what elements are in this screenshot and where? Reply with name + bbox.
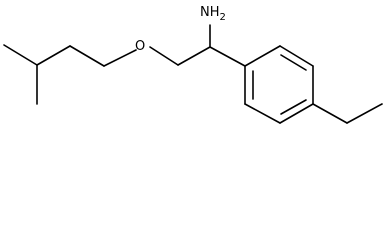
bond-methyl-a (3, 44, 38, 66)
bond-ch-ring (209, 46, 246, 67)
ring-bond-2 (279, 45, 314, 67)
ring-double-bond-1 (280, 54, 307, 71)
bond-chain-2 (69, 45, 105, 67)
molecule-diagram: O NH2 (3, 5, 383, 124)
ring-bond-4 (279, 103, 314, 124)
bond-ch2-ch (177, 46, 211, 66)
bond-chain-3 (103, 49, 137, 67)
bond-chain-1 (36, 45, 71, 66)
amine-atom-label: NH2 (200, 5, 226, 23)
bond-ethyl-ch3 (346, 103, 383, 124)
ring-bond-5 (244, 103, 281, 124)
oxygen-atom-label: O (135, 39, 145, 54)
structure-canvas: O NH2 (3, 5, 383, 124)
ring-bond-1 (244, 45, 281, 67)
bond-o-ch2 (149, 46, 179, 66)
bond-ring-ethyl (312, 103, 348, 124)
ring-double-bond-2 (280, 99, 307, 115)
